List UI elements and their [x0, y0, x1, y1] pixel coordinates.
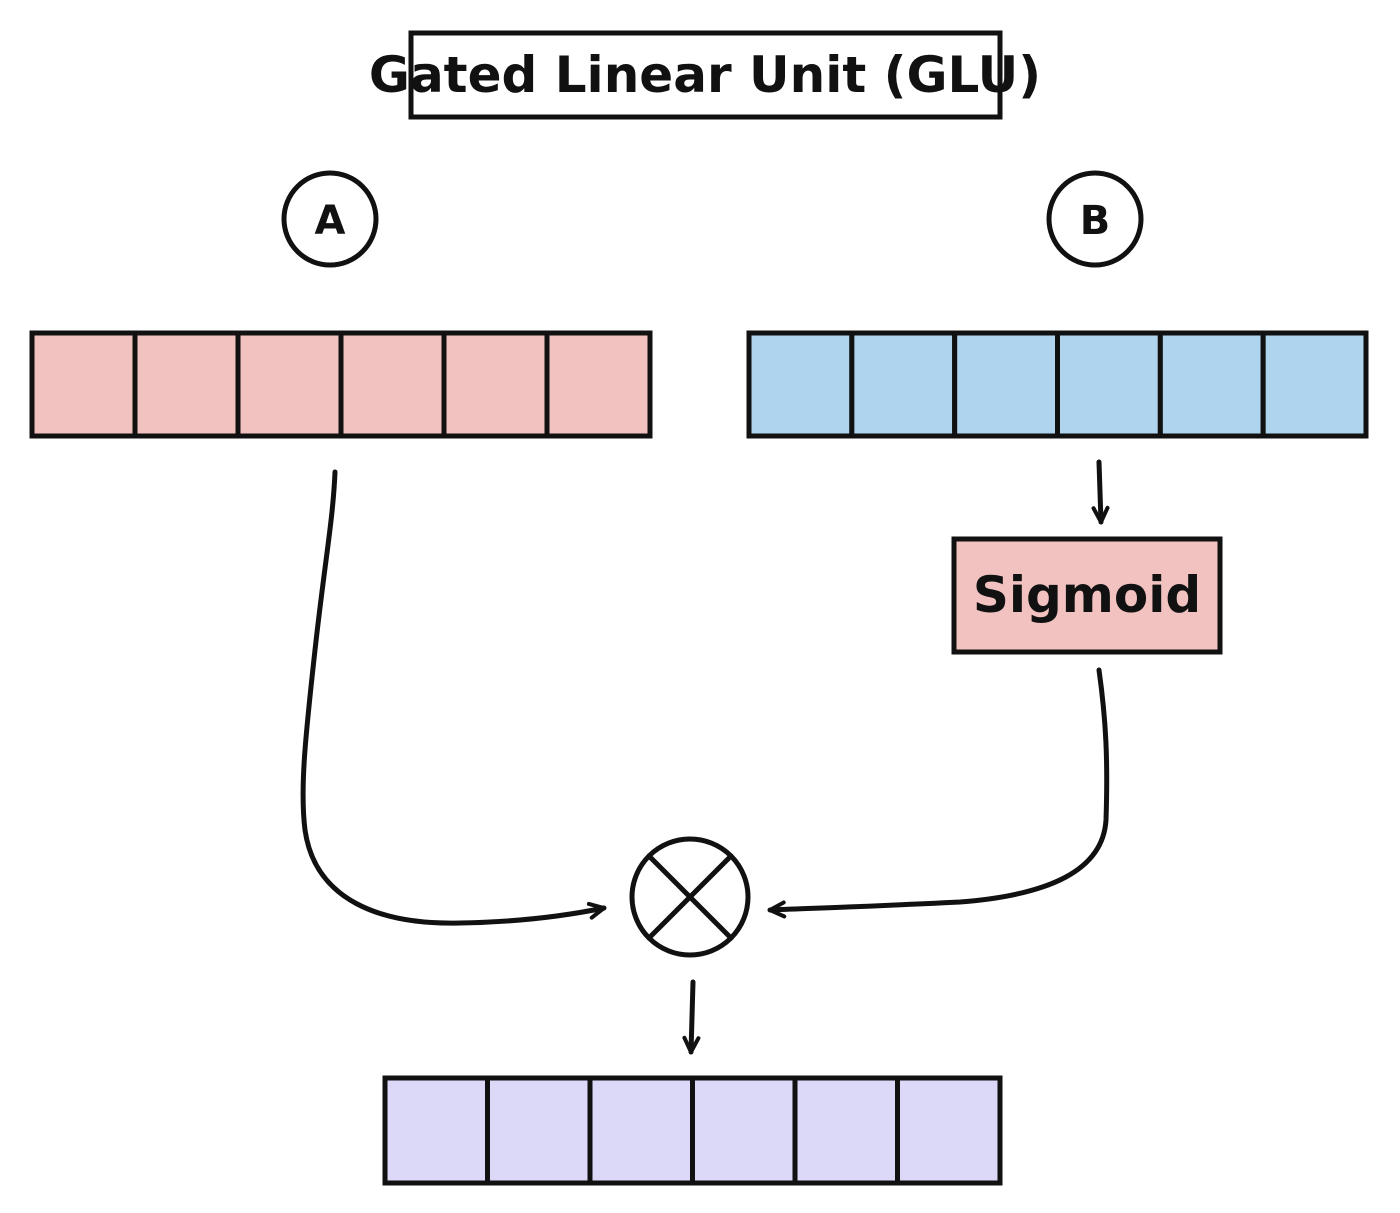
vector-b-cell-4 [1055, 330, 1163, 439]
output-vector-cell-4 [690, 1075, 798, 1186]
vector-a-cell-6 [544, 330, 653, 439]
arrow-b-to-sigmoid [1091, 459, 1110, 525]
arrow-sigmoid-to-multiply [767, 667, 1110, 919]
vector-a-cell-1 [29, 330, 138, 439]
output-vector [382, 1075, 1003, 1186]
output-vector-cell-5 [792, 1075, 900, 1186]
vector-a-cell-2 [132, 330, 241, 439]
output-vector-cell-6 [895, 1075, 1003, 1186]
input-a-badge: A [281, 170, 379, 268]
sigmoid-box: Sigmoid [951, 536, 1223, 655]
output-vector-cell-1 [382, 1075, 490, 1186]
vector-b-cell-5 [1157, 330, 1266, 439]
vector-b-cell-3 [952, 330, 1061, 439]
arrow-multiply-to-output [682, 979, 701, 1055]
vector-b [746, 330, 1369, 439]
vector-b-cell-1 [746, 330, 855, 439]
arrow-a-to-multiply [300, 469, 607, 926]
input-b-label: B [1080, 198, 1111, 244]
vector-b-cell-2 [849, 330, 958, 439]
sigmoid-label: Sigmoid [973, 566, 1201, 624]
input-b-badge: B [1046, 170, 1144, 268]
vector-a-cell-3 [235, 330, 344, 439]
vector-b-cell-6 [1260, 330, 1369, 439]
vector-a-cell-5 [441, 330, 550, 439]
title-box: Gated Linear Unit (GLU) [369, 30, 1041, 120]
vector-a [29, 330, 653, 439]
output-vector-cell-2 [485, 1075, 593, 1186]
output-vector-cell-3 [587, 1075, 695, 1186]
input-a-label: A [315, 198, 346, 244]
diagram-title: Gated Linear Unit (GLU) [369, 46, 1041, 104]
multiply-icon [629, 836, 751, 958]
vector-a-cell-4 [338, 330, 447, 439]
